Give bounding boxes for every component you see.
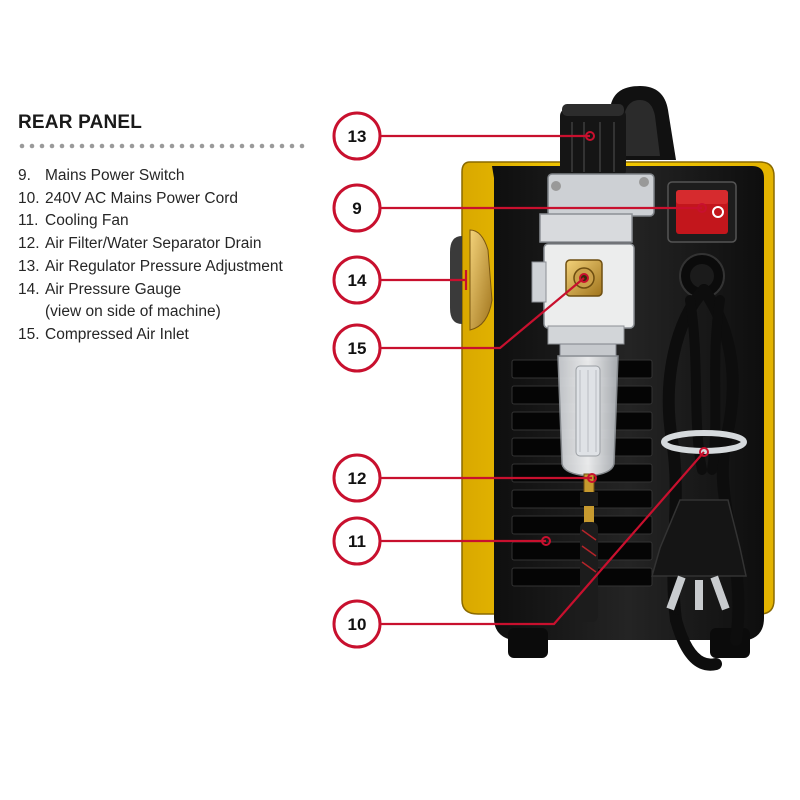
svg-text:14: 14	[348, 271, 367, 290]
legend-item-number: 14.	[18, 280, 40, 298]
regulator-bracket	[547, 173, 655, 217]
legend-item-label: Cooling Fan	[45, 212, 129, 230]
legend-item-continuation: (view on side of machine)	[18, 301, 318, 324]
callout-9: 9	[332, 183, 382, 233]
legend-item-number: 9.	[18, 167, 31, 184]
filter-drain	[580, 473, 598, 622]
legend-item-label: Air Filter/Water Separator Drain	[45, 235, 262, 253]
callout-14: 14	[332, 255, 382, 305]
svg-text:10: 10	[348, 615, 367, 634]
legend-item-number: 13.	[18, 257, 40, 275]
cable-tie	[661, 430, 747, 454]
legend-item: 15. Compressed Air Inlet	[18, 324, 318, 347]
legend-item: 10. 240V AC Mains Power Cord	[18, 188, 318, 211]
legend-item: 12. Air Filter/Water Separator Drain	[18, 233, 318, 256]
regulator-knob	[560, 104, 626, 178]
legend-item: 14. Air Pressure Gauge	[18, 279, 318, 302]
foot	[508, 628, 548, 658]
legend-item-label: Air Regulator Pressure Adjustment	[45, 257, 283, 275]
callout-10: 10	[332, 599, 382, 649]
power-plug	[651, 499, 747, 611]
legend-item-number: 15.	[18, 325, 40, 343]
legend: REAR PANEL 9. Mains Power Switch 10. 240V …	[18, 112, 318, 347]
legend-item: 9. Mains Power Switch	[18, 165, 318, 188]
legend-item-label: Air Pressure Gauge	[45, 280, 182, 298]
legend-list: 9. Mains Power Switch 10. 240V AC Mains Po…	[18, 165, 318, 347]
power-cord-grommet	[679, 253, 725, 299]
legend-item-number: 11.	[18, 212, 39, 230]
bracket-screw	[551, 181, 561, 191]
legend-item-label: (view on side of machine)	[45, 303, 221, 321]
callout-leaders	[381, 134, 705, 626]
legend-item-number: 10.	[18, 189, 40, 207]
legend-item-label: Mains Power Switch	[45, 167, 185, 184]
legend-item-number: 12.	[18, 235, 40, 253]
legend-item-label: Compressed Air Inlet	[45, 325, 189, 343]
dotted-divider	[19, 143, 305, 149]
callout-endpoints	[541, 131, 709, 546]
svg-text:12: 12	[348, 469, 367, 488]
svg-text:13: 13	[348, 127, 367, 146]
svg-text:9: 9	[352, 199, 361, 218]
bracket-screw	[639, 177, 649, 187]
callout-15: 15	[332, 323, 382, 373]
legend-item-label: 240V AC Mains Power Cord	[45, 189, 238, 207]
filter-bowl	[557, 343, 619, 477]
legend-item: 11. Cooling Fan	[18, 210, 318, 233]
legend-item: 13. Air Regulator Pressure Adjustment	[18, 256, 318, 279]
callout-11: 11	[332, 516, 382, 566]
callout-12: 12	[332, 453, 382, 503]
air-pressure-gauge	[450, 229, 493, 331]
legend-title: REAR PANEL	[18, 112, 143, 133]
callout-13: 13	[332, 111, 382, 161]
foot	[710, 628, 750, 658]
svg-text:15: 15	[348, 339, 367, 358]
svg-text:11: 11	[348, 532, 366, 551]
